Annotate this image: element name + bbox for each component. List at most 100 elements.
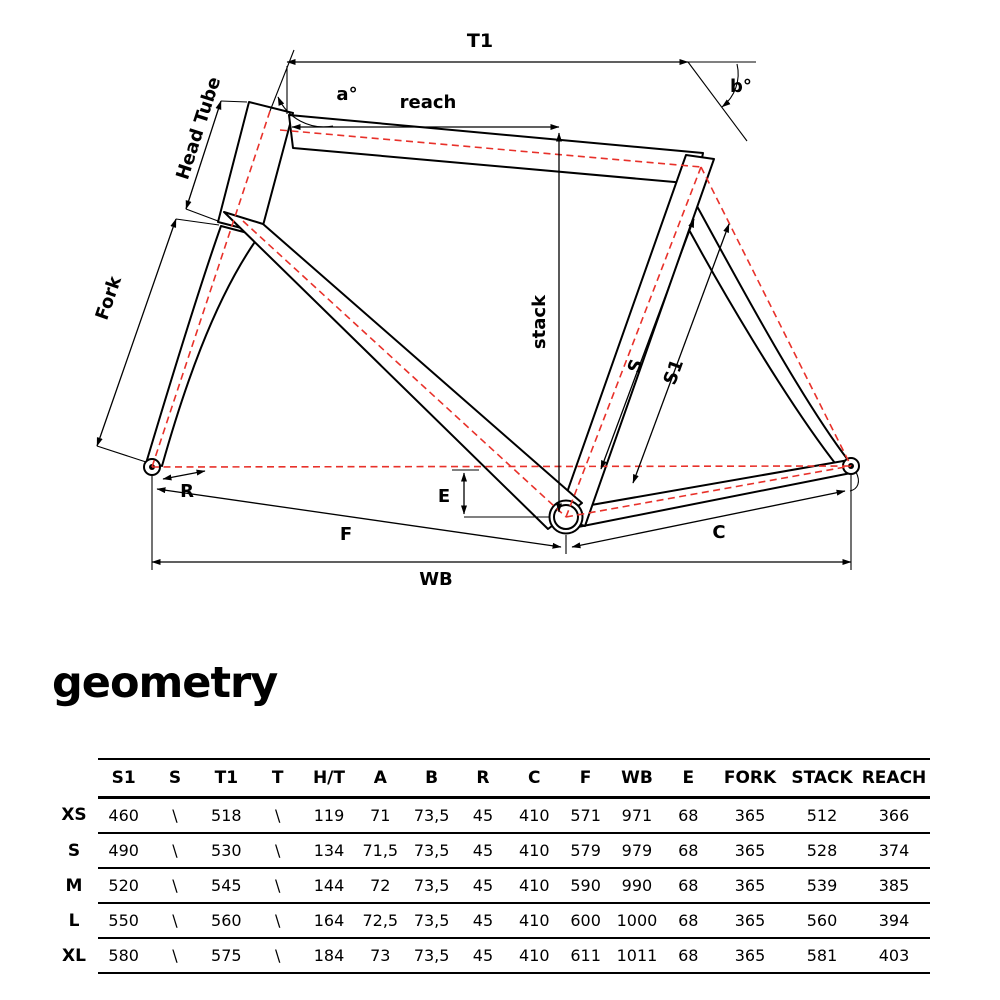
row-label-s: S bbox=[67, 840, 81, 861]
cell-xl-s: \ bbox=[149, 938, 201, 974]
angle-b-label: b° bbox=[730, 76, 752, 97]
cell-xl-fork: 365 bbox=[714, 938, 786, 974]
cell-xs-s: \ bbox=[149, 797, 201, 834]
cell-m-s: \ bbox=[149, 868, 201, 904]
cell-l-s: \ bbox=[149, 903, 201, 939]
cell-xs-wb: 971 bbox=[611, 797, 663, 834]
column-header-e: E bbox=[662, 758, 714, 799]
cell-m-t: \ bbox=[251, 868, 304, 904]
cell-s-e: 68 bbox=[662, 833, 714, 869]
cell-xs-c: 410 bbox=[508, 797, 560, 834]
row-label-m: M bbox=[65, 875, 83, 896]
row-label-l: L bbox=[68, 910, 80, 931]
t1-label: T1 bbox=[467, 30, 493, 52]
cell-m-f: 590 bbox=[559, 868, 612, 904]
cell-xl-a: 73 bbox=[354, 938, 406, 974]
table-corner-cell bbox=[50, 759, 98, 798]
cell-l-reach: 394 bbox=[858, 903, 930, 939]
cell-s-h-t: 134 bbox=[303, 833, 355, 869]
cell-xs-a: 71 bbox=[354, 797, 406, 834]
s1-label: S1 bbox=[660, 357, 688, 388]
cell-m-wb: 990 bbox=[611, 868, 663, 904]
column-header-b: B bbox=[405, 758, 458, 799]
cell-xl-s1: 580 bbox=[98, 938, 150, 974]
column-header-r: R bbox=[457, 758, 509, 799]
cell-m-reach: 385 bbox=[858, 868, 930, 904]
cell-m-t1: 545 bbox=[200, 868, 252, 904]
cell-l-r: 45 bbox=[457, 903, 509, 939]
cell-xs-t1: 518 bbox=[200, 797, 252, 834]
cell-s-t: \ bbox=[251, 833, 304, 869]
column-header-stack: STACK bbox=[786, 758, 858, 799]
cell-xs-b: 73,5 bbox=[405, 797, 458, 834]
cell-s-t1: 530 bbox=[200, 833, 252, 869]
cell-xl-stack: 581 bbox=[786, 938, 858, 974]
cell-xs-r: 45 bbox=[457, 797, 509, 834]
column-header-reach: REACH bbox=[858, 758, 930, 799]
cell-xs-fork: 365 bbox=[714, 797, 786, 834]
cell-s-a: 71,5 bbox=[354, 833, 406, 869]
cell-l-e: 68 bbox=[662, 903, 714, 939]
cell-l-h-t: 164 bbox=[303, 903, 355, 939]
cell-l-wb: 1000 bbox=[611, 903, 663, 939]
cell-l-f: 600 bbox=[559, 903, 612, 939]
fork-label: Fork bbox=[92, 273, 127, 323]
cell-xl-c: 410 bbox=[508, 938, 560, 974]
head-tube-label: Head Tube bbox=[172, 74, 225, 182]
column-header-c: C bbox=[508, 758, 560, 799]
cell-s-b: 73,5 bbox=[405, 833, 458, 869]
cell-s-c: 410 bbox=[508, 833, 560, 869]
cell-xl-e: 68 bbox=[662, 938, 714, 974]
cell-xs-e: 68 bbox=[662, 797, 714, 834]
cell-l-t: \ bbox=[251, 903, 304, 939]
column-header-h-t: H/T bbox=[303, 758, 355, 799]
cell-s-r: 45 bbox=[457, 833, 509, 869]
cell-xs-h-t: 119 bbox=[303, 797, 355, 834]
cell-xs-s1: 460 bbox=[98, 797, 150, 834]
cell-l-a: 72,5 bbox=[354, 903, 406, 939]
cell-xs-stack: 512 bbox=[786, 797, 858, 834]
cell-xl-r: 45 bbox=[457, 938, 509, 974]
cell-xl-wb: 1011 bbox=[611, 938, 663, 974]
cell-s-fork: 365 bbox=[714, 833, 786, 869]
column-header-t1: T1 bbox=[200, 758, 252, 799]
page-title: geometry bbox=[52, 658, 278, 708]
cell-xs-reach: 366 bbox=[858, 797, 930, 834]
cell-l-t1: 560 bbox=[200, 903, 252, 939]
r-label: R bbox=[180, 481, 194, 502]
top-tube-shape bbox=[288, 114, 704, 185]
seat-stay-shape bbox=[671, 185, 849, 468]
cell-l-fork: 365 bbox=[714, 903, 786, 939]
cell-m-h-t: 144 bbox=[303, 868, 355, 904]
angle-a-label: a° bbox=[336, 84, 357, 105]
cell-s-reach: 374 bbox=[858, 833, 930, 869]
cell-xl-t: \ bbox=[251, 938, 304, 974]
derailleur-hanger bbox=[849, 471, 859, 492]
column-header-t: T bbox=[251, 758, 304, 799]
cell-xs-f: 571 bbox=[559, 797, 612, 834]
cell-xs-t: \ bbox=[251, 797, 304, 834]
row-label-xl: XL bbox=[62, 945, 86, 966]
cell-s-f: 579 bbox=[559, 833, 612, 869]
cell-xl-t1: 575 bbox=[200, 938, 252, 974]
cell-l-stack: 560 bbox=[786, 903, 858, 939]
cell-xl-reach: 403 bbox=[858, 938, 930, 974]
cell-l-b: 73,5 bbox=[405, 903, 458, 939]
cell-m-e: 68 bbox=[662, 868, 714, 904]
cell-l-s1: 550 bbox=[98, 903, 150, 939]
column-header-a: A bbox=[354, 758, 406, 799]
cell-m-b: 73,5 bbox=[405, 868, 458, 904]
c-label: C bbox=[712, 522, 725, 543]
dimension-lines bbox=[96, 49, 852, 570]
column-header-fork: FORK bbox=[714, 758, 786, 799]
cell-xl-b: 73,5 bbox=[405, 938, 458, 974]
cell-s-s1: 490 bbox=[98, 833, 150, 869]
